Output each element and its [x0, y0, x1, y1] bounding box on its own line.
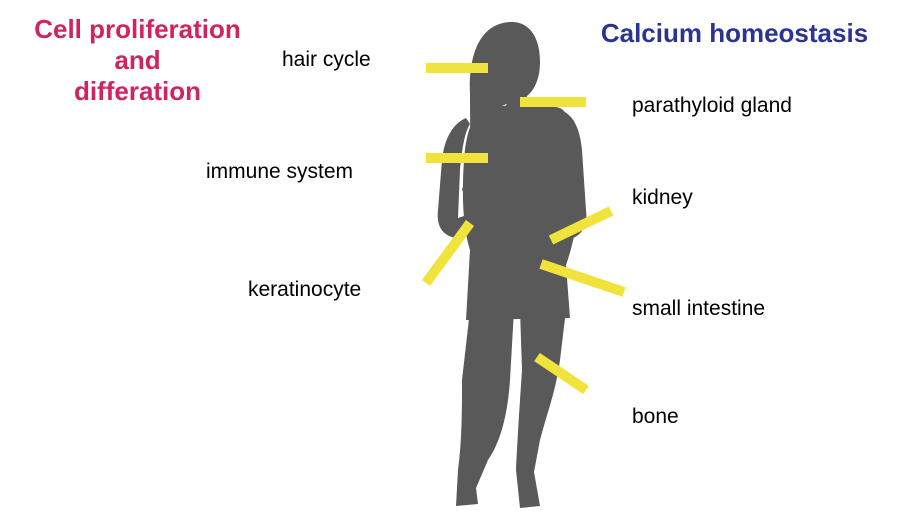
woman-silhouette: [438, 22, 587, 508]
parathyloid-gland-label: parathyloid gland: [632, 94, 792, 118]
immune-system-label: immune system: [206, 160, 353, 184]
small-intestine-label: small intestine: [632, 297, 765, 321]
hair-cycle-label: hair cycle: [282, 48, 371, 72]
kidney-label: kidney: [632, 186, 693, 210]
keratinocyte-label: keratinocyte: [248, 278, 361, 302]
bone-label: bone: [632, 405, 679, 429]
